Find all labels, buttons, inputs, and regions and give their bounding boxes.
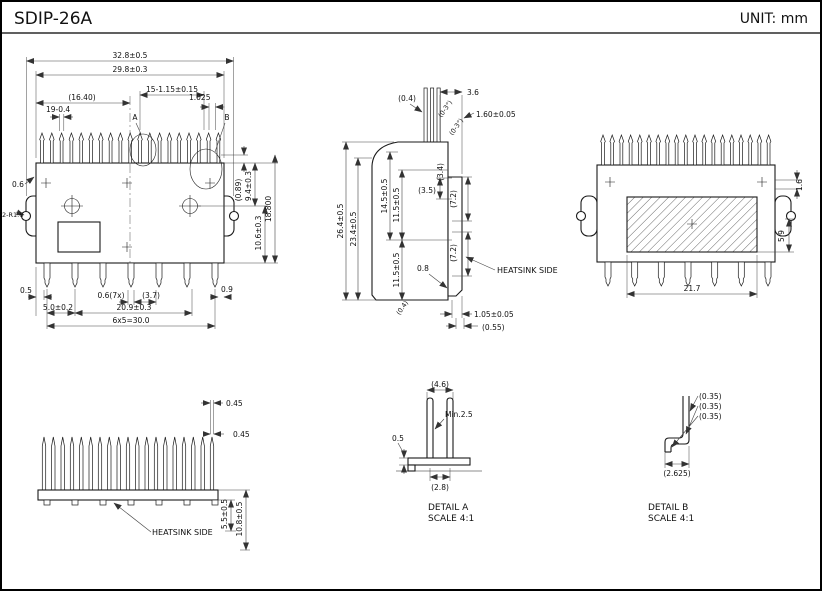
pin-side-dimensions: 0.45 0.45 5.5±0.5 10.8±0.5 HEATSINK SIDE — [113, 399, 250, 551]
dim-1-025: 1.025 — [189, 93, 211, 102]
dim-2-625: (2.625) — [663, 469, 690, 478]
heatsink-side-label: HEATSINK SIDE — [152, 528, 213, 537]
detail-a-scale: SCALE 4:1 — [428, 514, 474, 524]
balloon-a-label: A — [132, 113, 138, 122]
detail-b-scale: SCALE 4:1 — [648, 514, 694, 524]
side-view: 26.4±0.5 23.4±0.5 14.5±0.5 11.5±0.5 11.5… — [336, 87, 558, 332]
dim-1-05: 1.05±0.05 — [474, 310, 514, 319]
dim-0-6: 0.6 — [12, 180, 24, 189]
dim-0-45-tip: 0.45 — [226, 399, 243, 408]
dim-1-60: 1.60±0.05 — [476, 110, 516, 119]
dim-height: 18.800 — [264, 196, 273, 222]
dim-21-7: 21.7 — [684, 284, 701, 293]
balloon-a-circle — [129, 133, 157, 167]
left-slot-notch — [575, 210, 587, 222]
detail-b-pin-inner — [670, 396, 690, 452]
dim-min-2-5: Min.2.5 — [445, 410, 473, 419]
heatsink-bar — [37, 489, 219, 501]
back-body — [575, 164, 797, 263]
dim-23-4: 23.4±0.5 — [349, 211, 358, 246]
right-slot-notch — [228, 210, 240, 222]
dim-10-6: 10.6±0.3 — [254, 215, 263, 250]
back-view: 1.6 5.9 21.7 — [575, 134, 804, 298]
detail-a-pin-right — [446, 397, 454, 459]
dim-5-0: 5.0±0.2 — [43, 303, 73, 312]
dim-0-35-3: (0.35) — [699, 412, 722, 421]
pin-comb — [37, 436, 219, 506]
detail-a-title: DETAIL A — [428, 503, 469, 513]
dim-5-5: 5.5±0.5 — [220, 499, 229, 529]
dim-pins-15: 15-1.15±0.15 — [146, 85, 198, 94]
back-dimensions: 1.6 5.9 21.7 — [626, 170, 804, 298]
dim-0-45-base: 0.45 — [233, 430, 250, 439]
balloon-b-circle — [189, 148, 223, 190]
dim-pins-19: 19-0.4 — [46, 105, 70, 114]
front-view: A B 32.8±0.5 29.8±0.3 15-1.15±0.15 (16.4… — [2, 51, 278, 329]
dim-0-8: 0.8 — [417, 264, 429, 273]
dim-0-35-2: (0.35) — [699, 402, 722, 411]
dim-0-6-7x: 0.6(7x) — [98, 291, 125, 300]
marking-area — [57, 221, 101, 253]
dim-3-6: 3.6 — [467, 88, 479, 97]
detail-a-pin-left — [426, 397, 434, 459]
detail-b-title: DETAIL B — [648, 503, 688, 513]
front-dimensions: 32.8±0.5 29.8±0.3 15-1.15±0.15 (16.40) 1… — [2, 51, 278, 329]
detail-b-shape — [664, 396, 690, 453]
unit-label: UNIT: mm — [740, 11, 808, 27]
page-title: SDIP-26A — [14, 9, 93, 29]
dim-5-9: 5.9 — [777, 230, 786, 242]
dim-7-2-upper: (7.2) — [449, 190, 458, 208]
dim-20-9: 20.9±0.3 — [117, 303, 152, 312]
dim-slot: 2-R1.6 — [2, 211, 23, 219]
heatsink-hatch — [626, 196, 758, 253]
dim-11-5-lower: 11.5±0.5 — [392, 252, 401, 287]
detail-balloons: A B — [129, 113, 230, 190]
pin-side-view: 0.45 0.45 5.5±0.5 10.8±0.5 HEATSINK SIDE — [37, 399, 250, 551]
dim-ref-16-40: (16.40) — [68, 93, 95, 102]
dim-26-4: 26.4±0.5 — [336, 203, 345, 238]
dim-11-5-upper: 11.5±0.5 — [392, 187, 401, 222]
dim-0-35-1: (0.35) — [699, 392, 722, 401]
detail-a-shape — [396, 397, 482, 472]
dim-9-4: 9.4±0.3 — [244, 171, 253, 201]
dim-0-55: (0.55) — [482, 323, 505, 332]
detail-b-pin-outer — [664, 396, 684, 452]
dim-width-overall: 32.8±0.5 — [113, 51, 148, 60]
dim-1-6: 1.6 — [795, 179, 804, 191]
balloon-b-label: B — [224, 113, 229, 122]
side-heatsink-plate — [447, 176, 463, 297]
dim-0-5: 0.5 — [392, 434, 404, 443]
dim-7-2-lower: (7.2) — [449, 244, 458, 262]
dim-0-89: (0.89) — [234, 179, 243, 202]
dim-3-7: (3.7) — [142, 291, 160, 300]
dim-0-5: 0.5 — [20, 286, 32, 295]
dim-14-5: 14.5±0.5 — [380, 178, 389, 213]
dim-pitch-total: 6x5=30.0 — [113, 316, 150, 325]
detail-b-dimensions: (0.35) (0.35) (0.35) (2.625) DETAIL B SC… — [648, 392, 722, 524]
dim-3-4: (3.4) — [436, 163, 445, 181]
heatsink-side-label: HEATSINK SIDE — [497, 266, 558, 275]
dim-2-8: (2.8) — [431, 483, 449, 492]
side-dimensions: 26.4±0.5 23.4±0.5 14.5±0.5 11.5±0.5 11.5… — [336, 88, 558, 332]
dim-10-8: 10.8±0.5 — [235, 501, 244, 536]
dim-width-body: 29.8±0.3 — [113, 65, 148, 74]
dim-3-5: (3.5) — [418, 186, 436, 195]
detail-a-view: (4.6) Min.2.5 0.5 (2.8) DETAIL A SCALE 4… — [392, 380, 482, 524]
dim-0-4-top: (0.4) — [398, 94, 416, 103]
dim-4-6: (4.6) — [431, 380, 449, 389]
dim-0-9: 0.9 — [221, 285, 233, 294]
detail-a-dimensions: (4.6) Min.2.5 0.5 (2.8) DETAIL A SCALE 4… — [392, 380, 474, 524]
detail-b-view: (0.35) (0.35) (0.35) (2.625) DETAIL B SC… — [648, 392, 722, 524]
